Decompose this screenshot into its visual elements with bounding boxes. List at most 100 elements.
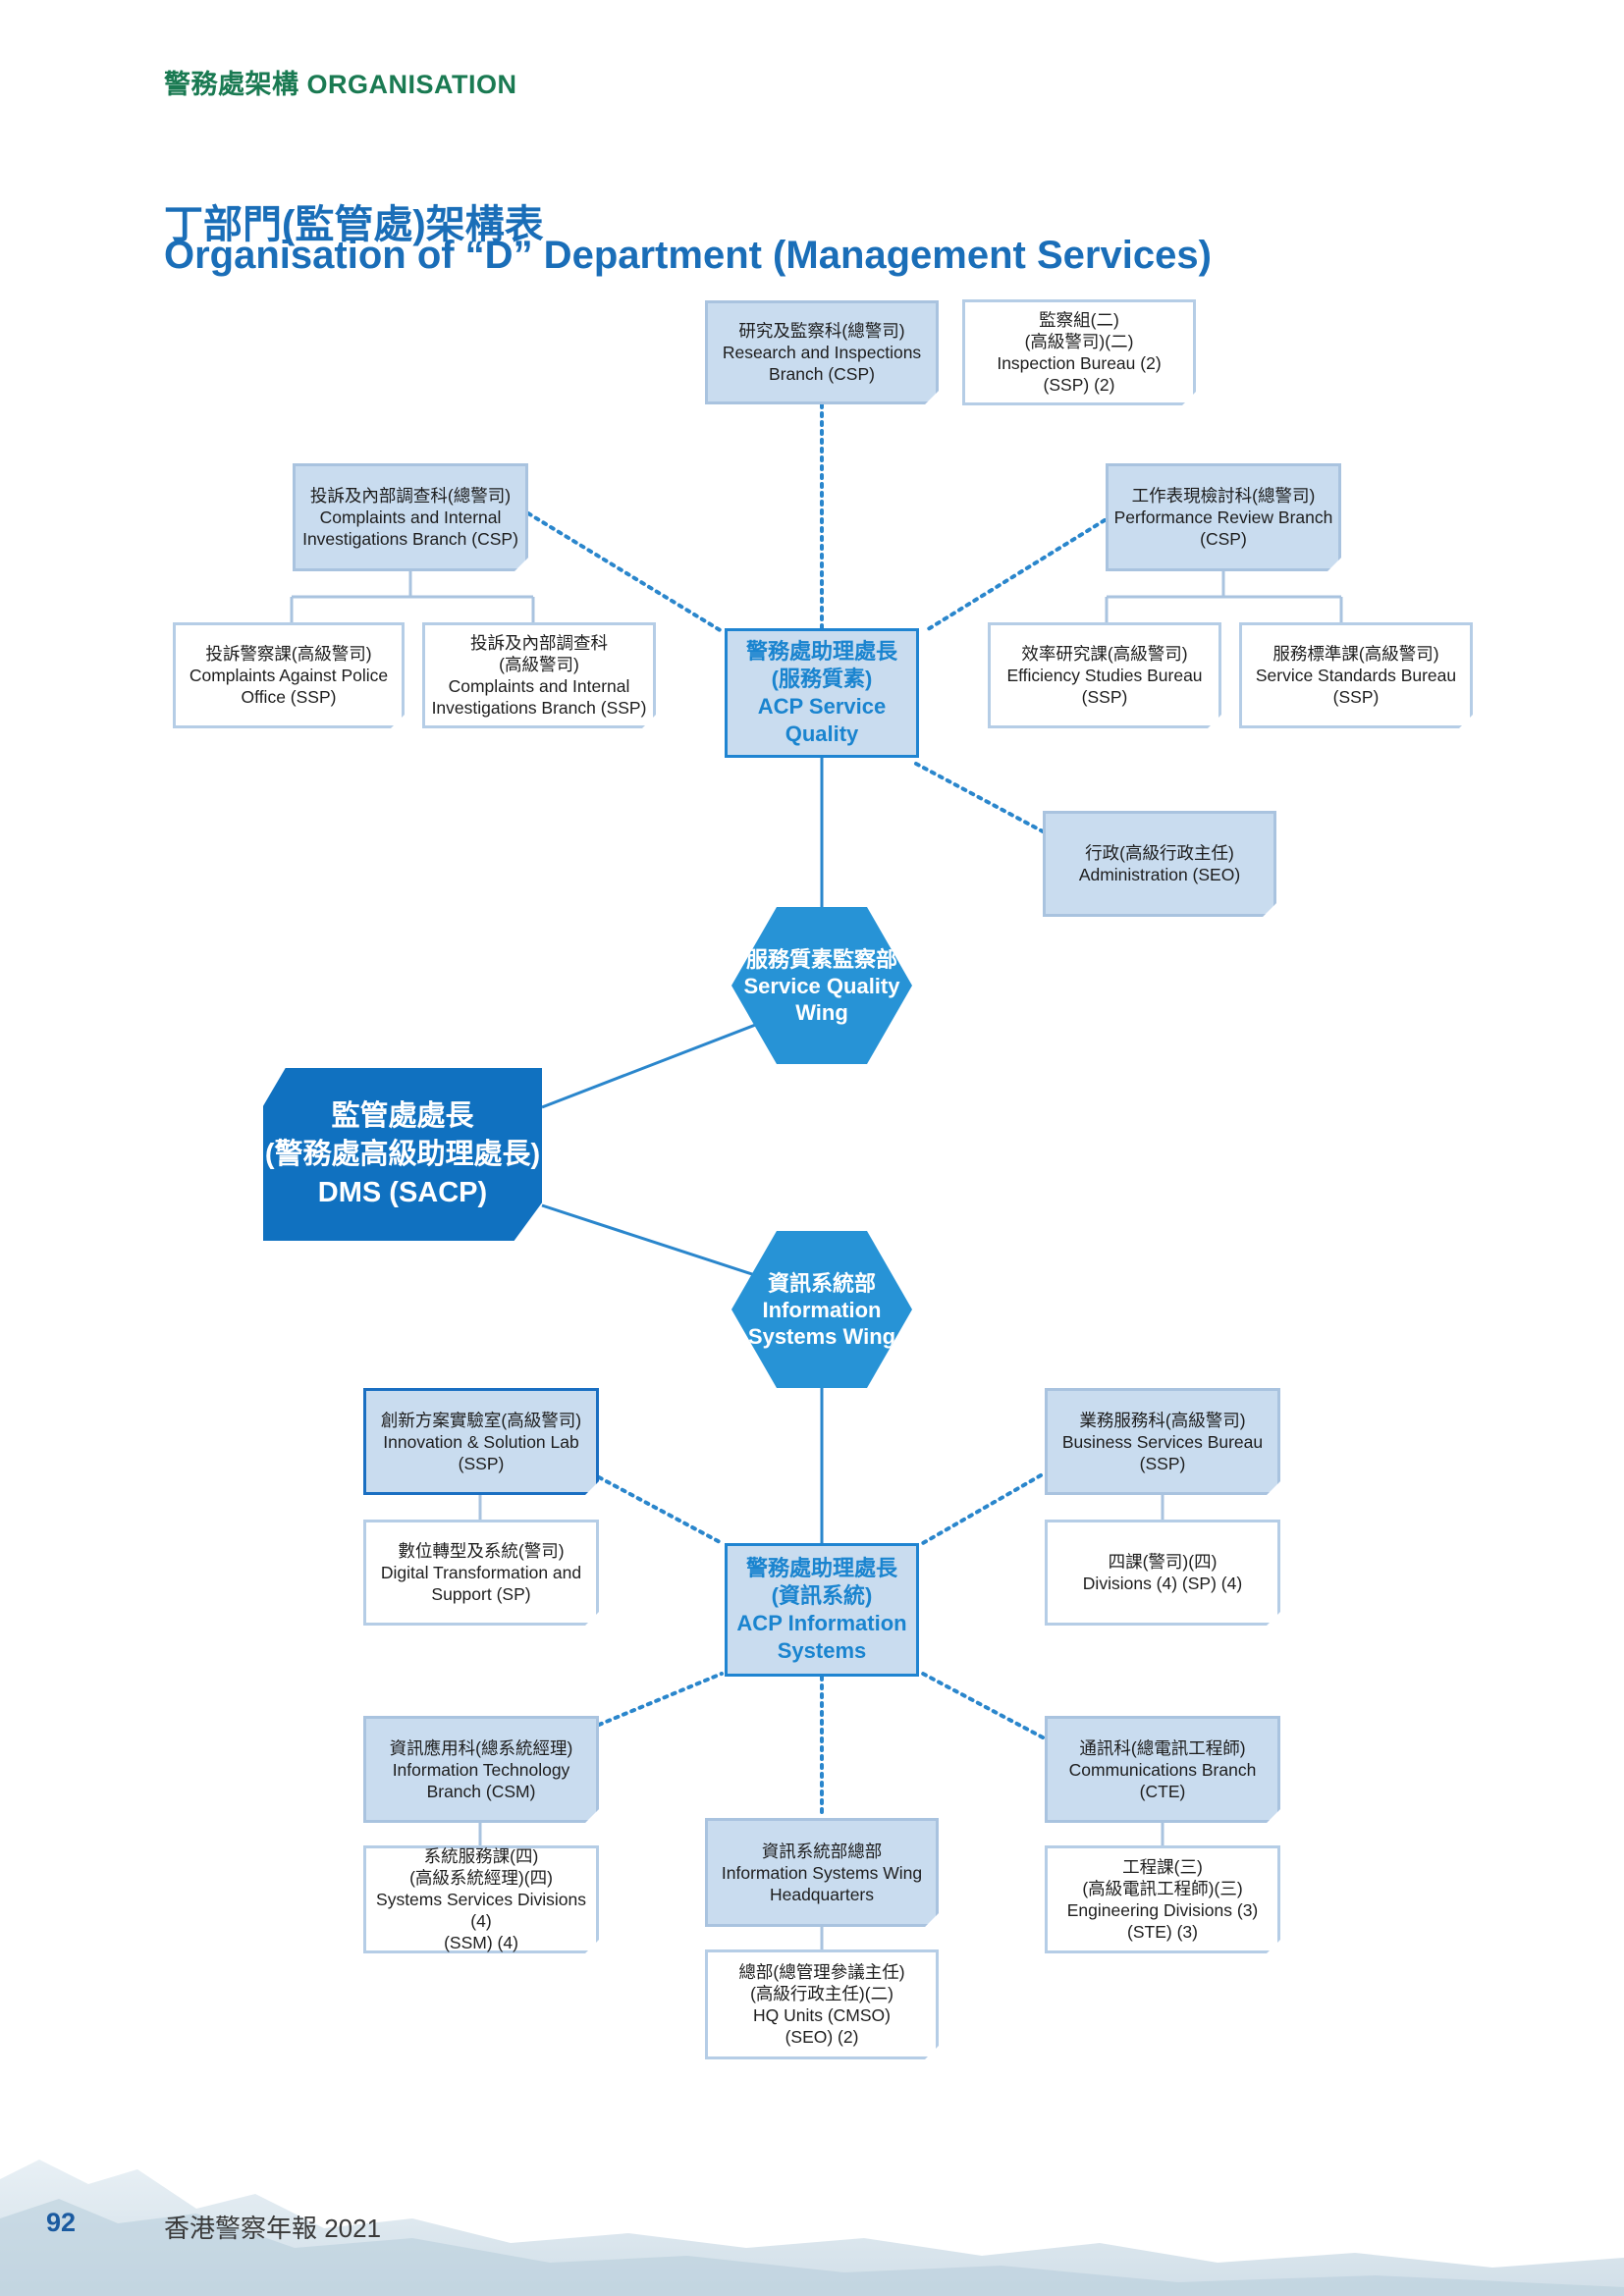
dotted-performance	[923, 518, 1107, 633]
report-title: 香港警察年報 2021	[164, 2214, 382, 2243]
inspection-bureau-box: 監察組(二) (高級警司)(二) Inspection Bureau (2) (…	[962, 299, 1196, 405]
dotted-comms	[921, 1672, 1045, 1739]
sqw-line-3: Wing	[795, 999, 848, 1025]
complaints-ssp-line-2: (高級警司)	[499, 655, 579, 674]
engineering-divisions-line-1: 工程課(三)	[1122, 1857, 1203, 1877]
communications-branch-line-2: Communications Branch	[1068, 1759, 1257, 1780]
isw-hq-line-2: Information Systems Wing	[721, 1862, 923, 1883]
isw-hq-line-3: Headquarters	[769, 1884, 875, 1904]
engineering-divisions-line-2: (高級電訊工程師)(三)	[1082, 1879, 1243, 1898]
acp-sq-line-3: ACP Service	[757, 694, 887, 719]
section-header: 警務處架構 ORGANISATION	[164, 70, 517, 99]
digital-transformation-line-3: Support (SP)	[431, 1584, 531, 1604]
performance-review-line-2: Performance Review Branch	[1113, 507, 1333, 527]
capo-line-1: 投訴警察課(高級警司)	[205, 644, 372, 664]
complaints-branch-box: 投訴及內部調查科(總警司) Complaints and Internal In…	[293, 463, 528, 571]
acp-is-line-4: Systems	[777, 1638, 867, 1663]
complaints-branch-line-3: Investigations Branch (CSP)	[302, 529, 518, 549]
page-number: 92	[46, 2208, 77, 2237]
business-services-line-2: Business Services Bureau	[1061, 1431, 1264, 1452]
hq-units-line-1: 總部(總管理參議主任)	[738, 1962, 905, 1982]
acp-sq-line-1: 警務處助理處長	[745, 639, 897, 664]
complaints-ssp-line-4: Investigations Branch (SSP)	[431, 698, 647, 718]
hq-units-line-4: (SEO) (2)	[785, 2027, 859, 2047]
divisions-line-1: 四課(警司)(四)	[1108, 1552, 1218, 1572]
engineering-divisions-box: 工程課(三) (高級電訊工程師)(三) Engineering Division…	[1045, 1845, 1280, 1953]
dotted-administration	[914, 762, 1045, 833]
it-branch-line-2: Information Technology	[392, 1759, 570, 1780]
acp-is-line-1: 警務處助理處長	[745, 1556, 897, 1580]
administration-line-2: Administration (SEO)	[1078, 865, 1241, 884]
line-dms-to-sqw	[541, 1022, 759, 1109]
acp-sq-line-4: Quality	[785, 721, 859, 746]
inspection-bureau-line-4: (SSP) (2)	[1043, 375, 1115, 395]
complaints-branch-line-2: Complaints and Internal	[319, 507, 502, 527]
innovation-lab-line-3: (SSP)	[458, 1453, 505, 1473]
hq-units-line-2: (高級行政主任)(二)	[750, 1984, 893, 2003]
capo-box: 投訴警察課(高級警司) Complaints Against Police Of…	[173, 622, 405, 728]
innovation-lab-line-2: Innovation & Solution Lab	[383, 1431, 579, 1452]
dotted-complaints	[526, 511, 724, 633]
communications-branch-box: 通訊科(總電訊工程師) Communications Branch (CTE)	[1045, 1716, 1280, 1823]
inspection-bureau-line-1: 監察組(二)	[1039, 310, 1119, 330]
administration-box: 行政(高級行政主任) Administration (SEO)	[1043, 811, 1276, 917]
digital-transformation-line-2: Digital Transformation and	[380, 1563, 582, 1582]
research-branch-line-3: Branch (CSP)	[769, 364, 875, 384]
it-branch-box: 資訊應用科(總系統經理) Information Technology Bran…	[363, 1716, 599, 1823]
administration-line-1: 行政(高級行政主任)	[1085, 843, 1234, 863]
dotted-innovation	[597, 1475, 724, 1545]
systems-services-line-4: (SSM) (4)	[444, 1933, 518, 1952]
efficiency-studies-box: 效率研究課(高級警司) Efficiency Studies Bureau (S…	[988, 622, 1221, 728]
mountain-watercolor-background	[0, 2160, 1624, 2296]
systems-services-line-2: (高級系統經理)(四)	[409, 1868, 553, 1888]
dotted-business	[921, 1473, 1043, 1545]
complaints-ssp-line-1: 投訴及內部調查科	[470, 633, 608, 653]
systems-services-box: 系統服務課(四) (高級系統經理)(四) Systems Services Di…	[363, 1845, 599, 1953]
communications-branch-line-3: (CTE)	[1139, 1781, 1186, 1801]
dms-line-2: (警務處高級助理處長)	[264, 1138, 541, 1170]
capo-line-3: Office (SSP)	[241, 687, 337, 707]
page-title-english: Organisation of “D” Department (Manageme…	[164, 234, 1212, 277]
service-standards-line-1: 服務標準課(高級警司)	[1272, 644, 1439, 664]
hq-units-line-3: HQ Units (CMSO)	[753, 2005, 891, 2025]
isw-hq-line-1: 資訊系統部總部	[761, 1841, 883, 1861]
business-services-line-3: (SSP)	[1139, 1453, 1186, 1473]
engineering-divisions-line-3: Engineering Divisions (3)	[1066, 1900, 1259, 1920]
innovation-lab-line-1: 創新方案實驗室(高級警司)	[380, 1410, 582, 1430]
isw-line-2: Information	[762, 1297, 882, 1322]
hq-units-box: 總部(總管理參議主任) (高級行政主任)(二) HQ Units (CMSO) …	[705, 1949, 939, 2059]
it-branch-line-3: Branch (CSM)	[426, 1781, 536, 1801]
divisions-box: 四課(警司)(四) Divisions (4) (SP) (4)	[1045, 1520, 1280, 1626]
complaints-branch-line-1: 投訴及內部調查科(總警司)	[309, 486, 512, 506]
systems-services-line-1: 系統服務課(四)	[423, 1846, 539, 1866]
isw-line-1: 資訊系統部	[767, 1270, 876, 1296]
performance-review-line-1: 工作表現檢討科(總警司)	[1131, 486, 1316, 506]
performance-review-line-3: (CSP)	[1200, 529, 1247, 549]
research-branch-box: 研究及監察科(總警司) Research and Inspections Bra…	[705, 300, 939, 404]
efficiency-studies-line-1: 效率研究課(高級警司)	[1021, 644, 1188, 664]
research-branch-line-1: 研究及監察科(總警司)	[738, 321, 905, 341]
complaints-ssp-line-3: Complaints and Internal	[448, 676, 630, 696]
engineering-divisions-line-4: (STE) (3)	[1127, 1922, 1198, 1942]
business-services-box: 業務服務科(高級警司) Business Services Bureau (SS…	[1045, 1388, 1280, 1495]
performance-review-box: 工作表現檢討科(總警司) Performance Review Branch (…	[1106, 463, 1341, 571]
communications-branch-line-1: 通訊科(總電訊工程師)	[1079, 1737, 1246, 1758]
inspection-bureau-line-3: Inspection Bureau (2)	[997, 353, 1162, 373]
acp-information-systems-box: 警務處助理處長 (資訊系統) ACP Information Systems	[725, 1543, 919, 1677]
acp-is-line-2: (資訊系統)	[771, 1583, 873, 1608]
sqw-line-1: 服務質素監察部	[745, 946, 897, 972]
page-title-chinese: 丁部門(監管處)架構表	[164, 203, 544, 246]
capo-line-2: Complaints Against Police	[189, 666, 389, 685]
innovation-lab-box: 創新方案實驗室(高級警司) Innovation & Solution Lab …	[363, 1388, 599, 1495]
digital-transformation-box: 數位轉型及系統(警司) Digital Transformation and S…	[363, 1520, 599, 1626]
dms-line-3: DMS (SACP)	[317, 1176, 488, 1208]
isw-line-3: Systems Wing	[747, 1323, 896, 1349]
research-branch-line-2: Research and Inspections	[722, 343, 922, 362]
systems-services-line-3: Systems Services Divisions (4)	[376, 1890, 586, 1931]
service-standards-line-2: Service Standards Bureau (SSP)	[1255, 666, 1457, 707]
acp-service-quality-box: 警務處助理處長 (服務質素) ACP Service Quality	[725, 628, 919, 758]
complaints-ssp-box: 投訴及內部調查科 (高級警司) Complaints and Internal …	[422, 622, 656, 728]
divisions-line-2: Divisions (4) (SP) (4)	[1082, 1574, 1243, 1593]
line-dms-to-isw	[541, 1203, 759, 1278]
